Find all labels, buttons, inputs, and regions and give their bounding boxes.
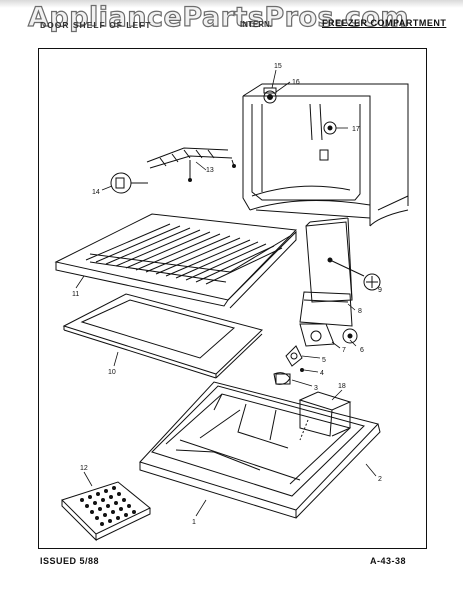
shelf-insert <box>62 293 263 379</box>
callout-5: 5 <box>322 357 326 364</box>
callout-4: 4 <box>320 370 324 377</box>
shelf-support <box>146 147 236 182</box>
callout-9: 9 <box>378 287 382 294</box>
fan-motor-assembly <box>273 323 358 385</box>
clip-part <box>110 172 148 194</box>
callout-3: 3 <box>314 385 318 392</box>
callout-6: 6 <box>360 347 364 354</box>
callout-14: 14 <box>92 189 100 196</box>
leader-lines <box>75 69 377 517</box>
ice-tray <box>61 481 151 542</box>
air-duct <box>299 217 381 327</box>
callout-labels: 15 16 17 13 14 11 10 9 8 6 7 5 4 3 18 2 … <box>72 63 382 526</box>
callout-15: 15 <box>274 63 282 70</box>
wire-shelf <box>54 213 298 309</box>
callout-13: 13 <box>206 167 214 174</box>
header-mid-label: INTERN. <box>240 20 272 29</box>
callout-7: 7 <box>342 347 346 354</box>
callout-10: 10 <box>108 369 116 376</box>
callout-16: 16 <box>292 79 300 86</box>
issued-date: ISSUED 5/88 <box>40 556 100 566</box>
watermark: AppliancePartsPros.com <box>27 1 410 33</box>
callout-12: 12 <box>80 465 88 472</box>
callout-18: 18 <box>338 383 346 390</box>
freezer-cabinet <box>242 83 409 227</box>
callout-2: 2 <box>378 476 382 483</box>
callout-11: 11 <box>72 291 79 298</box>
diagram-frame <box>38 48 427 549</box>
header-section-title: FREEZER COMPARTMENT <box>322 18 447 28</box>
freezer-pan <box>139 381 381 519</box>
callout-8: 8 <box>358 308 362 315</box>
callout-1: 1 <box>192 519 196 526</box>
callout-17: 17 <box>352 126 360 133</box>
header-left-title: DOOR SHELF OF LEFT <box>40 20 152 30</box>
page-reference: A-43-38 <box>370 556 407 566</box>
scan-edge <box>0 0 463 8</box>
